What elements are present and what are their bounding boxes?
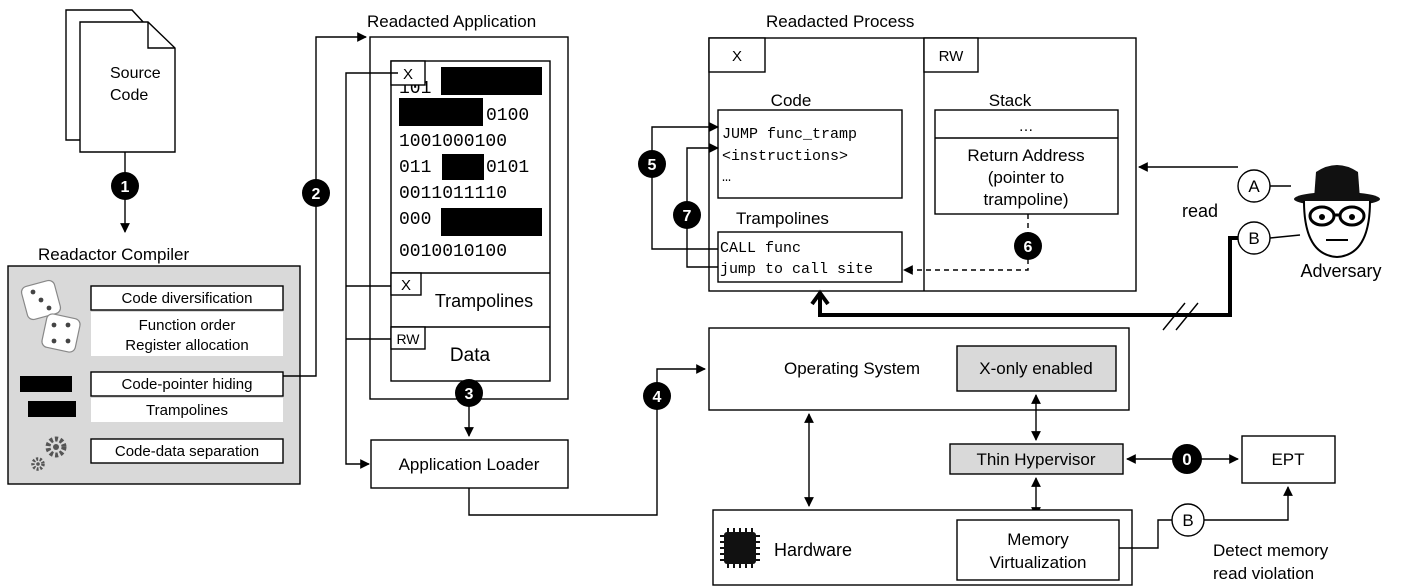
source-code-document: Source Code	[65, 9, 176, 153]
source-code-line1: Source	[110, 65, 161, 82]
memory-virtualization-box	[956, 519, 1120, 581]
return-address-line-1: Return Address	[967, 146, 1084, 165]
application-title: Readacted Application	[367, 12, 536, 31]
step-3-badge	[455, 379, 483, 407]
ept-label: EPT	[1271, 450, 1304, 469]
compiler-trampolines-label: Trampolines	[146, 402, 228, 419]
step-5-badge	[638, 150, 666, 178]
app-trampolines-label: Trampolines	[435, 291, 533, 311]
code-diversification-box	[90, 285, 284, 311]
adversary-label: Adversary	[1300, 261, 1381, 281]
tramp-line-2: jump to call site	[720, 261, 873, 278]
app-code-x-tag-label: X	[403, 66, 413, 83]
diversification-details	[91, 312, 283, 356]
process-x-tag-label: X	[732, 48, 742, 65]
compiler-title: Readactor Compiler	[38, 245, 190, 264]
app-data-label: Data	[450, 345, 491, 366]
code-line-3: …	[722, 169, 731, 186]
app-trampolines-x-tag-label: X	[401, 277, 411, 294]
process-rw-tag	[923, 37, 979, 73]
application-loader-label: Application Loader	[399, 455, 540, 474]
app-data-rw-tag	[390, 326, 426, 350]
step-b2-label: B	[1182, 511, 1193, 530]
source-code-line2: Code	[110, 87, 148, 104]
adversary-icon	[1294, 165, 1380, 259]
memory-virtualization-line2: Virtualization	[989, 553, 1086, 572]
step-6-badge	[1014, 232, 1042, 260]
x-only-enabled-box	[956, 345, 1117, 392]
dice-icon	[20, 279, 81, 353]
hardware-label: Hardware	[774, 540, 852, 560]
step-5-label: 5	[648, 157, 657, 174]
stack-box	[934, 109, 1119, 215]
code-pointer-hiding-label: Code-pointer hiding	[122, 376, 253, 393]
stack-ellipsis: …	[1019, 118, 1034, 135]
step-6-label: 6	[1024, 239, 1033, 256]
code-data-separation-label: Code-data separation	[115, 443, 259, 460]
step-0-badge	[1172, 444, 1202, 474]
ept-box	[1241, 435, 1336, 484]
pointer-block-1	[20, 376, 72, 392]
thin-hypervisor-label: Thin Hypervisor	[976, 450, 1095, 469]
thin-hypervisor-box	[949, 443, 1124, 475]
binary-row-4a: 011	[399, 158, 431, 178]
binary-row-6: 000	[399, 210, 431, 230]
binary-row-7: 0010010100	[399, 242, 507, 262]
memory-virtualization-line1: Memory	[1007, 530, 1069, 549]
function-order-label: Function order	[139, 317, 236, 334]
detect-line1: Detect memory	[1213, 541, 1329, 560]
step-3-label: 3	[465, 386, 474, 403]
step-7-label: 7	[683, 208, 692, 225]
step-1-badge	[111, 172, 139, 200]
step-a-label: A	[1248, 177, 1260, 196]
binary-row-5: 0011011110	[399, 184, 507, 204]
process-trampolines-box	[717, 231, 903, 283]
step-0-label: 0	[1182, 450, 1191, 469]
stack-title: Stack	[989, 91, 1032, 110]
x-only-enabled-label: X-only enabled	[979, 359, 1092, 378]
process-x-tag	[708, 37, 766, 73]
read-label: read	[1182, 201, 1218, 221]
step-4-badge	[643, 382, 671, 410]
tramp-line-1: CALL func	[720, 240, 801, 257]
binary-row-2: 0100	[486, 106, 529, 126]
code-pointer-hiding-box	[90, 371, 284, 397]
operating-system-label: Operating System	[784, 359, 920, 378]
step-1-label: 1	[121, 179, 130, 196]
trampolines-detail	[91, 398, 283, 422]
step-2-label: 2	[312, 186, 321, 203]
code-data-separation-box	[90, 438, 284, 464]
process-code-title: Code	[771, 91, 812, 110]
app-data-rw-tag-label: RW	[396, 331, 420, 347]
return-address-line-3: trampoline)	[983, 190, 1068, 209]
process-title: Readacted Process	[766, 12, 914, 31]
step-2-badge	[302, 179, 330, 207]
code-line-2: <instructions>	[722, 148, 848, 165]
app-trampolines-x-tag	[390, 272, 422, 296]
process-code-box	[717, 109, 903, 199]
step-b-label: B	[1248, 229, 1259, 248]
return-address-line-2: (pointer to	[988, 168, 1065, 187]
application-loader-box	[370, 439, 569, 489]
code-line-1: JUMP func_tramp	[722, 126, 857, 143]
register-allocation-label: Register allocation	[125, 337, 248, 354]
step-4-label: 4	[653, 389, 662, 406]
process-trampolines-title: Trampolines	[736, 209, 829, 228]
binary-row-4b: 0101	[486, 158, 529, 178]
detect-line2: read violation	[1213, 564, 1314, 583]
binary-row-3: 1001000100	[399, 132, 507, 152]
code-diversification-label: Code diversification	[122, 290, 253, 307]
step-7-badge	[673, 201, 701, 229]
process-rw-tag-label: RW	[939, 48, 965, 65]
binary-code-block: 101 0100 1001000100 011 0101 0011011110 …	[399, 67, 542, 262]
pointer-block-2	[28, 401, 76, 417]
gears-icon	[31, 436, 67, 471]
chip-icon	[720, 528, 760, 568]
